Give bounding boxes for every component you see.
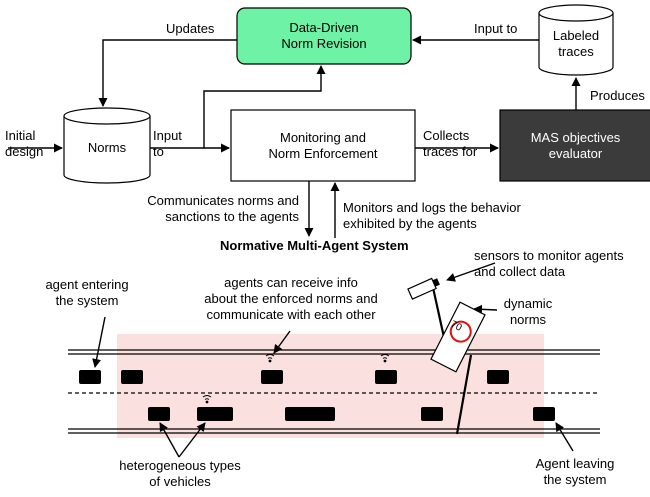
vehicle (421, 407, 443, 421)
monitors-label: Monitors and logs the behavior exhibited… (343, 200, 521, 231)
heterogeneous-pointer-left (159, 422, 180, 458)
labeled-traces-line2: traces (558, 44, 594, 59)
vehicle (79, 370, 101, 384)
vehicles (79, 370, 555, 421)
vehicle (285, 407, 335, 421)
norm-revision-box: Data-Driven Norm Revision (237, 8, 411, 64)
agent-leaving-label: Agent leaving the system (535, 456, 615, 487)
heterogeneous-label: heterogeneous types of vehicles (119, 458, 241, 489)
info-pointer (273, 330, 291, 354)
road-lines (68, 349, 600, 434)
vehicle (487, 370, 509, 384)
monitoring-box: Monitoring and Norm Enforcement (231, 110, 415, 181)
evaluator-line2: evaluator (548, 145, 603, 161)
entering-pointer (92, 316, 106, 368)
evaluator-box: MAS objectives evaluator (500, 110, 650, 181)
heterogeneous-pointer-right (178, 422, 206, 458)
monitoring-line1: Monitoring and (280, 129, 366, 145)
produces-label: Produces (590, 88, 645, 103)
initial-design-label: Initial design (5, 128, 44, 159)
section-title: Normative Multi-Agent System (220, 238, 409, 253)
norms-label: Norms (87, 140, 127, 155)
leaving-pointer (555, 422, 574, 452)
agents-info-label: agents can receive info about the enforc… (204, 275, 378, 322)
norms-box: Norms (64, 128, 150, 168)
wifi-icon (380, 354, 390, 363)
vehicle (533, 407, 555, 421)
input-to-label: Input to (153, 128, 182, 159)
agent-entering-label: agent entering the system (45, 277, 129, 308)
camera-icon (407, 277, 447, 343)
norm-revision-line2: Norm Revision (281, 36, 367, 51)
evaluator-line1: MAS objectives (530, 129, 621, 145)
updates-arrow (98, 39, 237, 107)
labeled-traces-box: Labeled traces (539, 22, 613, 66)
sign-pole (455, 354, 473, 435)
norm-revision-line1: Data-Driven (289, 20, 359, 35)
input-to-right-label: Input to (474, 21, 518, 36)
monitoring-line2: Norm Enforcement (268, 145, 378, 161)
norms-cylinder (63, 107, 151, 184)
wifi-icon (202, 395, 212, 404)
collects-label: Collects traces for (423, 128, 478, 159)
dynamic-pointer (473, 304, 498, 314)
vehicle (375, 370, 397, 384)
sensors-pointer (446, 262, 496, 282)
communicates-label: Communicates norms and sanctions to the … (147, 193, 299, 224)
branch-to-revision (203, 65, 326, 148)
labeled-traces-line1: Labeled (552, 28, 600, 43)
vehicle (121, 370, 143, 384)
vehicle (261, 370, 283, 384)
sensors-label: sensors to monitor agents and collect da… (474, 248, 624, 279)
updates-label: Updates (166, 21, 215, 36)
norm-revision-shape (236, 7, 412, 65)
vehicle (148, 407, 170, 421)
wifi-icon (265, 354, 275, 363)
evaluator-shape (499, 109, 650, 182)
speed-sign (430, 301, 486, 373)
dynamic-norms-label: dynamic norms (503, 296, 553, 327)
traces-cylinder (538, 4, 614, 76)
vehicle (197, 407, 233, 421)
monitoring-shape (230, 109, 416, 182)
